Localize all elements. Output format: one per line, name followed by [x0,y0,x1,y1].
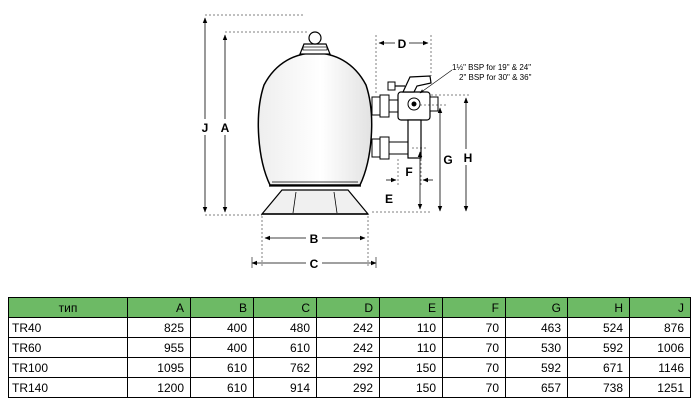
table-cell: 738 [567,377,630,398]
table-cell: 876 [629,317,691,338]
table-cell: 825 [127,317,191,338]
dimension-label-a: A [221,121,230,135]
tank-base [260,189,370,215]
dimension-label-b: B [310,232,319,246]
column-header-f: F [442,297,506,318]
upper-side-port [371,94,400,118]
tank-body [257,52,373,186]
table-cell: 292 [316,357,380,378]
table-cell: TR60 [8,337,128,358]
table-cell: 524 [567,317,630,338]
table-cell: TR40 [8,317,128,338]
column-header-j: J [629,297,691,318]
table-cell: 70 [442,357,506,378]
column-header-e: E [379,297,443,318]
dimension-label-j: J [202,121,209,135]
bsp-note-small: 1½" BSP for 19" & 24" [452,63,531,72]
table-cell: 610 [253,337,317,358]
table-cell: 242 [316,337,380,358]
column-header-c: C [253,297,317,318]
table-cell: 1200 [127,377,191,398]
column-header-a: A [127,297,191,318]
table-cell: 1006 [629,337,691,358]
table-row: TR100 1095 610 762 292 150 70 592 671 11… [8,357,691,378]
table-cell: 242 [316,317,380,338]
table-cell: 463 [505,317,568,338]
table-cell: 70 [442,337,506,358]
column-header-type: тип [8,297,128,318]
column-header-h: H [567,297,630,318]
dimension-label-c: C [310,257,319,271]
table-cell: 70 [442,377,506,398]
filter-drawing: J A B C D 1½" BSP for 19" & 24" 2" BSP f… [201,14,532,271]
table-cell: 480 [253,317,317,338]
top-vent-knob [308,31,322,45]
table-cell: 610 [190,357,254,378]
table-cell: 592 [505,357,568,378]
filter-dimension-diagram: J A B C D 1½" BSP for 19" & 24" 2" BSP f… [201,14,532,271]
dimension-label-d: D [398,37,407,51]
dimension-label-g: G [443,153,452,167]
table-cell: 400 [190,337,254,358]
table-cell: TR100 [8,357,128,378]
column-header-b: B [190,297,254,318]
dimension-label-h: H [464,151,473,165]
table-cell: 150 [379,377,443,398]
multiport-valve [387,75,439,159]
table-row: TR60 955 400 610 242 110 70 530 592 1006 [8,337,691,358]
table-cell: 292 [316,377,380,398]
column-header-d: D [316,297,380,318]
bsp-leader [419,69,453,94]
table-cell: 592 [567,337,630,358]
table-cell: 1251 [629,377,691,398]
table-cell: 400 [190,317,254,338]
table-cell: 150 [379,357,443,378]
lower-side-port [371,136,412,160]
table-cell: 610 [190,377,254,398]
top-closure [299,43,331,55]
table-cell: 657 [505,377,568,398]
table-cell: 1095 [127,357,191,378]
table-header-row: тип A B C D E F G H J [8,297,691,318]
table-cell: 914 [253,377,317,398]
table-cell: TR140 [8,377,128,398]
table-row: TR140 1200 610 914 292 150 70 657 738 12… [8,377,691,398]
column-header-g: G [505,297,568,318]
bsp-note-large: 2" BSP for 30" & 36" [459,73,532,82]
table-cell: 671 [567,357,630,378]
dimension-label-e: E [385,192,393,206]
table-cell: 762 [253,357,317,378]
table-cell: 955 [127,337,191,358]
table-row: TR40 825 400 480 242 110 70 463 524 876 [8,317,691,338]
table-cell: 530 [505,337,568,358]
dimension-table: тип A B C D E F G H J TR40 825 400 480 2… [8,297,691,398]
table-cell: 70 [442,317,506,338]
table-cell: 110 [379,337,443,358]
table-cell: 110 [379,317,443,338]
dimension-label-f: F [405,165,412,179]
table-cell: 1146 [629,357,691,378]
